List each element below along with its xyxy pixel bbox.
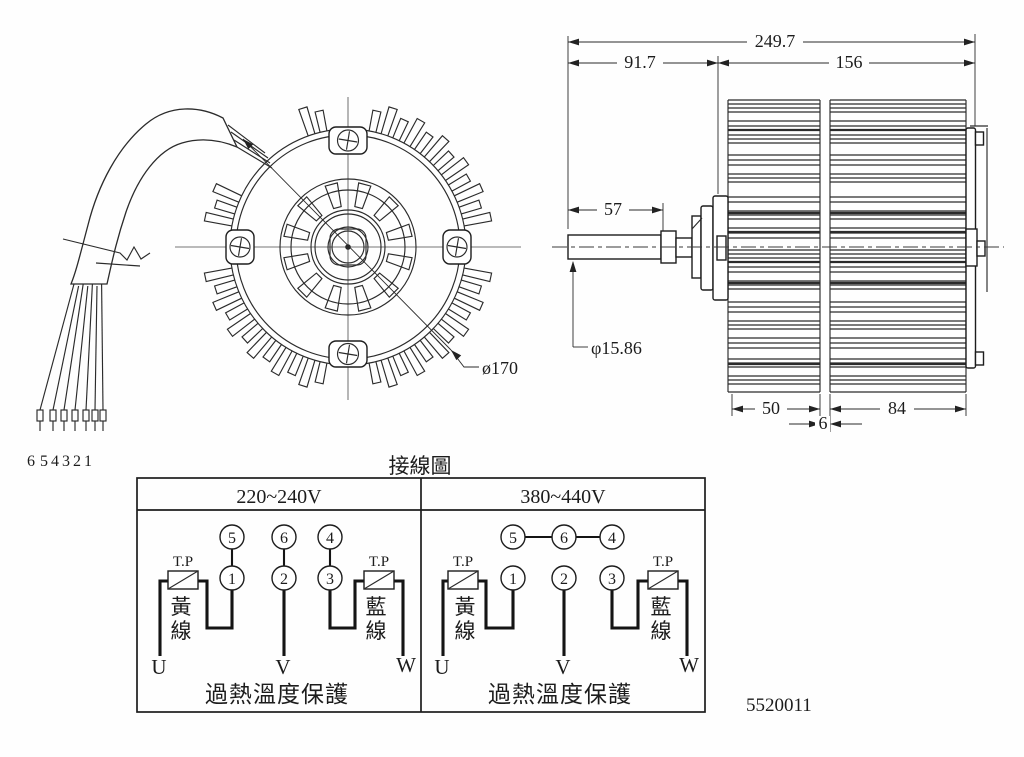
blue-wire-char-1: 藍 <box>651 595 672 619</box>
wiring-panel-380-440v: 380~440V 5 6 <box>434 486 699 707</box>
wire-label-2: 2 <box>73 453 81 470</box>
dim-label-gap: 6 <box>819 413 828 433</box>
dim-label-shaft-length: 57 <box>604 199 622 219</box>
cable-break-mark <box>62 238 151 261</box>
panel-voltage-label: 220~240V <box>236 486 322 508</box>
svg-text:5: 5 <box>228 530 236 547</box>
tp-label-right: T.P <box>369 554 389 570</box>
thermal-protector-left <box>447 570 479 590</box>
motor-front-view <box>175 97 521 400</box>
svg-text:3: 3 <box>608 571 616 588</box>
bolt-center <box>976 240 986 257</box>
overheat-protection-label: 過熱溫度保護 <box>205 682 349 707</box>
tp-label-left: T.P <box>453 554 473 570</box>
yellow-wire-char-2: 線 <box>455 619 476 643</box>
cable-assembly: 6 5 4 3 2 1 <box>27 108 273 470</box>
overheat-protection-label: 過熱溫度保護 <box>488 682 632 707</box>
svg-text:2: 2 <box>560 571 568 588</box>
phase-w: W <box>679 653 699 677</box>
yellow-wire-char-1: 黃 <box>455 595 476 619</box>
blue-wire-char-2: 線 <box>366 619 387 643</box>
mounting-tab-right <box>442 229 472 265</box>
wiring-panel-220-240v: 220~240V 5 6 4 <box>151 486 416 707</box>
wire-label-1: 1 <box>84 453 92 470</box>
terminal-1 <box>219 565 245 591</box>
svg-text:3: 3 <box>326 571 334 588</box>
terminal-3 <box>317 565 343 591</box>
center-mark <box>345 244 351 250</box>
dim-label-shaft-diameter: φ15.86 <box>591 338 642 358</box>
svg-text:4: 4 <box>608 530 616 547</box>
thermal-protector-right <box>647 570 679 590</box>
mounting-tab-bottom <box>328 340 368 368</box>
motor-side-view <box>552 99 1004 393</box>
yellow-wire-char-2: 線 <box>171 619 192 643</box>
mounting-tab-top <box>328 126 368 155</box>
terminal-2 <box>551 565 577 591</box>
svg-text:6: 6 <box>280 530 288 547</box>
rear-hub <box>965 228 978 267</box>
svg-text:1: 1 <box>228 571 236 588</box>
dimension-annotations: 249.7 91.7 156 57 φ15.86 50 84 6 <box>243 31 976 433</box>
terminal-1 <box>500 565 526 591</box>
svg-text:5: 5 <box>509 530 517 547</box>
cooling-fins-side <box>727 99 967 393</box>
svg-text:2: 2 <box>280 571 288 588</box>
terminal-2 <box>271 565 297 591</box>
lead-wires <box>36 283 107 431</box>
wire-label-5: 5 <box>40 453 48 470</box>
wiring-diagram-title: 接線圖 <box>389 454 452 478</box>
phase-w: W <box>396 653 416 677</box>
tp-label-right: T.P <box>653 554 673 570</box>
terminal-6 <box>271 524 297 550</box>
part-number: 5520011 <box>746 695 812 716</box>
rear-plate <box>965 125 988 369</box>
mounting-tab-left <box>225 229 255 265</box>
dim-label-front-span: 50 <box>762 398 780 418</box>
bolt-bottom <box>974 351 985 366</box>
dimension-arrowheads <box>243 38 975 428</box>
cooling-fins-front <box>203 106 493 388</box>
phase-u: U <box>434 655 449 679</box>
yellow-wire-char-1: 黃 <box>171 595 192 619</box>
wiring-diagram: 接線圖 220~240V <box>136 454 706 713</box>
dim-label-rear-span: 84 <box>888 398 906 418</box>
phase-v: V <box>275 655 290 679</box>
thermal-protector-right <box>363 570 395 590</box>
thermal-protector-left <box>167 570 199 590</box>
blue-wire-char-1: 藍 <box>366 595 387 619</box>
terminal-4 <box>317 524 343 550</box>
dim-label-overall: 249.7 <box>755 31 796 51</box>
wire-label-3: 3 <box>62 453 70 470</box>
svg-text:4: 4 <box>326 530 334 547</box>
tp-label-left: T.P <box>173 554 193 570</box>
svg-text:6: 6 <box>560 530 568 547</box>
terminal-4 <box>599 524 625 550</box>
dim-label-shaft-section: 91.7 <box>624 52 656 72</box>
wire-label-4: 4 <box>51 453 59 470</box>
terminal-3 <box>599 565 625 591</box>
terminal-5 <box>500 524 526 550</box>
phase-v: V <box>555 655 570 679</box>
cable-sheath <box>70 108 239 285</box>
dim-label-body-length: 156 <box>836 52 863 72</box>
phase-u: U <box>151 655 166 679</box>
shaft-assembly <box>567 195 729 301</box>
blue-wire-char-2: 線 <box>651 619 672 643</box>
wire-label-6: 6 <box>27 453 35 470</box>
terminal-5 <box>219 524 245 550</box>
dimension-diameter-170: ø170 <box>242 138 518 378</box>
wire-number-labels: 6 5 4 3 2 1 <box>27 453 92 470</box>
panel-voltage-label: 380~440V <box>520 486 606 508</box>
bolt-top <box>974 131 985 146</box>
terminal-6 <box>551 524 577 550</box>
svg-text:1: 1 <box>509 571 517 588</box>
dim-label-diameter-170: ø170 <box>482 358 518 378</box>
